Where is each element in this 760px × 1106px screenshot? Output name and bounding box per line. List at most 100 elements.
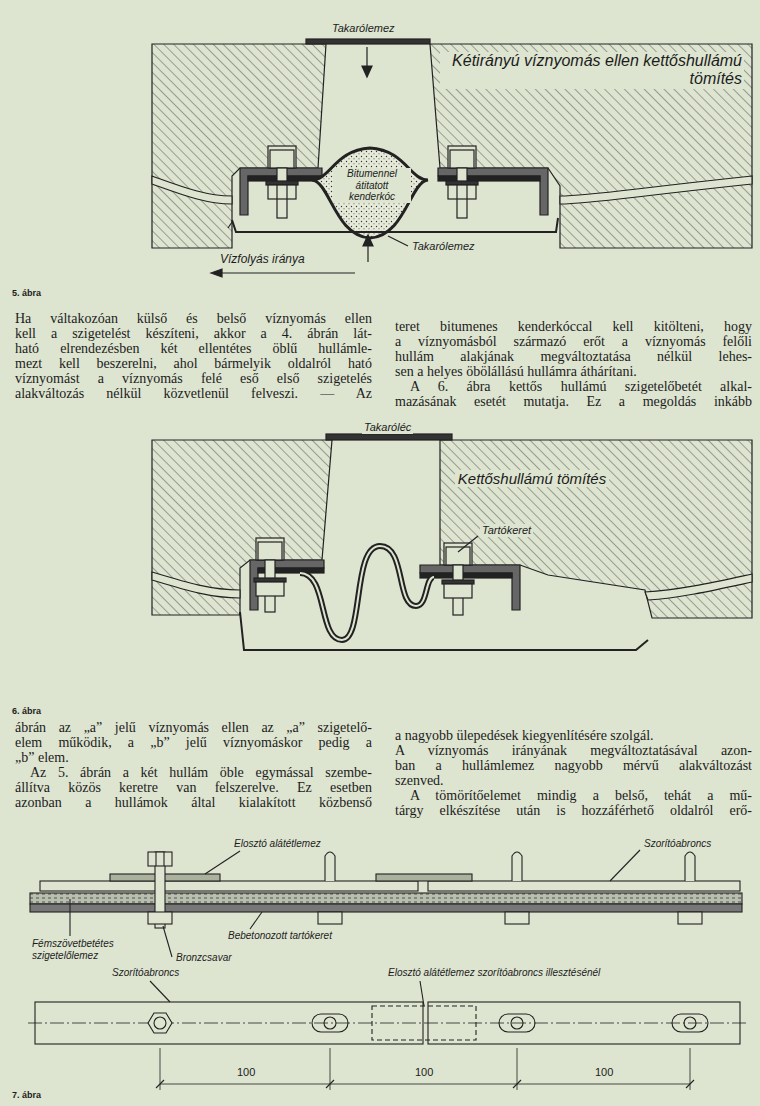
drawing-rect <box>306 39 430 44</box>
drawing-rect <box>256 582 284 596</box>
drawing-line <box>388 236 408 246</box>
drawing-line <box>250 912 262 929</box>
drawing-line <box>163 926 172 957</box>
text-line: mezt kell beszerelni, ahol bármelyik old… <box>15 356 372 371</box>
drawing-line <box>69 899 70 936</box>
drawing-rect <box>326 434 452 440</box>
part-label: Bronzcsavar <box>174 952 234 964</box>
drawing-polygon <box>152 44 326 248</box>
drawing-path <box>325 852 335 881</box>
drawing-rect <box>672 1014 708 1032</box>
drawing-line <box>420 981 424 1006</box>
drawing-polygon <box>362 66 372 77</box>
text-line: ábrán az „a” jelű víznyomás ellen az „a”… <box>15 720 372 735</box>
drawing-line <box>456 185 457 199</box>
drawing-line <box>155 852 156 866</box>
figure-caption: 6. ábra <box>12 706 41 716</box>
drawing-rect <box>499 1014 535 1032</box>
drawing-path <box>512 852 522 881</box>
text-line: szenved. <box>395 773 444 788</box>
drawing-g <box>152 434 752 650</box>
drawing-path <box>300 546 434 640</box>
drawing-path <box>560 176 752 204</box>
drawing-line <box>156 1080 164 1088</box>
drawing-rect <box>30 904 742 912</box>
dimension-value: 100 <box>235 1066 257 1079</box>
drawing-path <box>685 852 695 881</box>
drawing-circle <box>511 1017 523 1029</box>
part-label: Tartókeret <box>480 524 533 537</box>
drawing-path <box>645 574 752 600</box>
drawing-polygon <box>211 269 222 277</box>
drawing-line <box>458 536 478 552</box>
drawing-rect <box>312 1014 348 1032</box>
drawing-rect <box>256 538 284 560</box>
drawing-rect <box>438 176 540 181</box>
drawing-rect <box>444 543 472 565</box>
drawing-polyline <box>240 612 648 650</box>
part-label: Elosztó alátétlemez szorítóabroncs illes… <box>386 967 602 979</box>
drawing-rect <box>448 185 476 199</box>
text-line: A tömörítőelemet mindig a belső, tehát a… <box>410 788 752 803</box>
drawing-rect <box>446 181 478 185</box>
drawing-path <box>420 565 520 610</box>
drawing-line <box>150 981 170 1002</box>
drawing-line <box>466 185 467 199</box>
drawing-rect <box>678 912 702 924</box>
drawing-rect <box>505 912 529 924</box>
drawing-rect <box>148 852 172 866</box>
drawing-g <box>152 39 752 277</box>
text-line: Az 5. ábrán a két hullám öble egymással … <box>30 765 372 780</box>
drawing-rect <box>40 881 418 891</box>
drawing-path <box>300 546 434 640</box>
drawing-rect <box>148 912 172 924</box>
text-line: tárgy elkészítése után is hozzáférhető o… <box>395 803 752 818</box>
drawing-line <box>610 850 640 881</box>
part-label: Kétirányú víznyomás ellen kettőshullámú … <box>440 52 744 89</box>
drawing-line <box>686 1080 694 1088</box>
drawing-rect <box>448 146 476 168</box>
text-line: a víznyomásból származó erőt a víznyomás… <box>395 334 752 349</box>
text-line: „b” elem. <box>15 750 69 765</box>
drawing-circle <box>684 1017 696 1029</box>
drawing-line <box>205 851 240 874</box>
text-line: víznyomást a víznyomás felé eső első szi… <box>15 371 372 386</box>
part-label: Szorítóabroncs <box>642 838 713 850</box>
part-label: Bitumennel átitatott kenderkóc <box>333 168 411 203</box>
drawing-path <box>152 176 232 204</box>
text-line: mazásának esetét mutatja. Ez a megoldás … <box>395 394 752 409</box>
drawing-line <box>367 244 368 262</box>
text-line: állítva közös keretre van felszerelve. E… <box>15 780 372 795</box>
text-line: ban a hullámlemez nagyobb mérvű alakvált… <box>395 758 752 773</box>
drawing-line <box>163 852 164 866</box>
part-label: Elosztó alátétlemez <box>232 838 323 850</box>
drawing-line <box>228 222 232 228</box>
part-label: Vízfolyás iránya <box>218 253 307 267</box>
drawing-line <box>276 185 277 199</box>
drawing-rect <box>268 185 296 199</box>
drawing-path <box>312 148 428 238</box>
drawing-g <box>28 850 748 1090</box>
drawing-line <box>28 1023 748 1024</box>
drawing-rect <box>258 542 282 560</box>
text-line: azonban a hullámok által kialakított köz… <box>15 795 372 810</box>
drawing-polygon <box>152 440 332 615</box>
drawing-line <box>220 272 355 273</box>
figure-caption: 5. ábra <box>12 288 41 298</box>
drawing-rect <box>444 584 472 598</box>
drawing-line <box>513 1080 521 1088</box>
text-line: sen a helyes öbölállású hullámra áthárít… <box>395 364 637 379</box>
text-line: A víznyomás irányának megváltoztatásával… <box>395 743 752 758</box>
drawing-rect <box>266 181 298 185</box>
figure-caption: 7. ábra <box>12 1090 41 1100</box>
part-label: Szorítóabroncs <box>110 967 181 979</box>
text-line: teret bitumenes kenderkóccal kell kitölt… <box>395 319 752 334</box>
drawing-polygon <box>363 235 373 246</box>
part-label: Bebetonozott tartókeret <box>226 930 334 942</box>
drawing-rect <box>428 881 740 891</box>
text-line: alakváltozás nélkül közvetlenül felveszi… <box>15 386 372 401</box>
drawing-line <box>366 47 367 68</box>
text-line: A 6. ábra kettős hullámú szigetelőbetét … <box>410 379 752 394</box>
drawing-line <box>326 1080 334 1088</box>
drawing-rect <box>270 150 294 168</box>
